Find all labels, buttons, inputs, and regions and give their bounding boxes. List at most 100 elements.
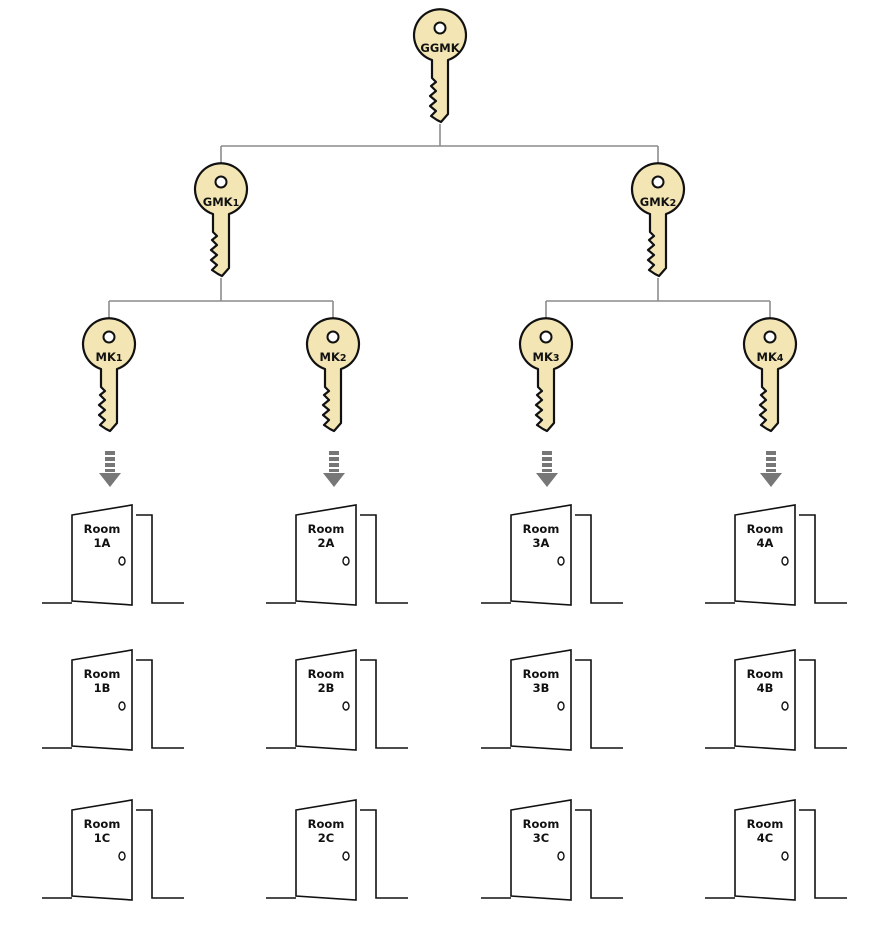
door-knob (781, 701, 789, 711)
arrow-dash (105, 463, 115, 467)
arrow-dash (105, 469, 115, 472)
room-label-line2: 3B (533, 681, 550, 695)
key-ring-hole (214, 175, 228, 189)
arrow-head (760, 473, 782, 487)
door-frame (799, 514, 847, 604)
door-frame (136, 659, 184, 749)
connector-ggmk (220, 124, 659, 170)
door-panel (295, 504, 357, 606)
door-panel (734, 504, 796, 606)
room-label-line1: Room (523, 667, 560, 681)
room-label-line1: Room (308, 817, 345, 831)
arrow-dash (105, 451, 115, 455)
room-label-line2: 1B (94, 681, 111, 695)
door-frame (799, 659, 847, 749)
room-label-line2: 1C (94, 831, 110, 845)
key-body (193, 162, 249, 278)
key-ring-hole (433, 21, 447, 35)
arrow-head (536, 473, 558, 487)
room-label-line1: Room (84, 522, 121, 536)
key-gmk1: GMK1 (193, 162, 249, 278)
room-label-line1: Room (523, 817, 560, 831)
arrow-mk4 (760, 451, 782, 487)
room-label-line2: 4A (757, 536, 774, 550)
key-body (630, 162, 686, 278)
room-label-line1: Room (308, 522, 345, 536)
room-label-line2: 2C (318, 831, 334, 845)
door-frame (136, 514, 184, 604)
key-label: MK4 (757, 350, 784, 364)
door-knob (557, 851, 565, 861)
key-body (81, 317, 137, 433)
arrow-dash (766, 469, 776, 472)
arrow-dash (766, 451, 776, 455)
door-frame (136, 809, 184, 899)
key-ring-hole (539, 330, 553, 344)
door-panel (734, 649, 796, 751)
door-knob (557, 556, 565, 566)
room-label-line1: Room (747, 817, 784, 831)
hierarchy-connectors (108, 124, 771, 325)
key-gmk2: GMK2 (630, 162, 686, 278)
arrow-dash (329, 469, 339, 472)
door-frame (799, 809, 847, 899)
arrow-dash (766, 457, 776, 461)
door-knob (342, 701, 350, 711)
key-ring-hole (763, 330, 777, 344)
door-panel (510, 504, 572, 606)
key-label: MK3 (533, 350, 560, 364)
key-mk1: MK1 (81, 317, 137, 433)
arrow-dash (329, 451, 339, 455)
door-knob (342, 851, 350, 861)
room-label-line1: Room (84, 817, 121, 831)
door-knob (118, 556, 126, 566)
door-panel (510, 649, 572, 751)
room-label-line1: Room (84, 667, 121, 681)
room-label-line2: 1A (94, 536, 111, 550)
connector-gmk2 (545, 278, 771, 325)
door-knob (118, 851, 126, 861)
door-frame (575, 659, 623, 749)
key-body (412, 8, 468, 124)
key-label: MK1 (96, 350, 123, 364)
key-ring-hole (651, 175, 665, 189)
door-panel (71, 799, 133, 901)
room-label-line2: 3A (533, 536, 550, 550)
door-knob (781, 851, 789, 861)
room-label-line1: Room (308, 667, 345, 681)
room-label-line2: 3C (533, 831, 549, 845)
key-label: GMK2 (640, 195, 676, 209)
key-ring-hole (102, 330, 116, 344)
arrow-mk2 (323, 451, 345, 487)
key-label: MK2 (320, 350, 347, 364)
door-frame (575, 514, 623, 604)
arrow-dash (105, 457, 115, 461)
door-panel (510, 799, 572, 901)
arrow-dash (766, 463, 776, 467)
room-label-line1: Room (747, 667, 784, 681)
door-knob (342, 556, 350, 566)
key-label: GMK1 (203, 195, 239, 209)
door-panel (295, 649, 357, 751)
key-ggmk: GGMK (412, 8, 468, 124)
arrow-mk3 (536, 451, 558, 487)
arrow-dash (542, 463, 552, 467)
key-mk4: MK4 (742, 317, 798, 433)
arrow-dash (542, 469, 552, 472)
key-body (742, 317, 798, 433)
arrow-dash (329, 457, 339, 461)
key-mk3: MK3 (518, 317, 574, 433)
connector-gmk1 (108, 278, 334, 325)
arrow-mk1 (99, 451, 121, 487)
arrow-head (323, 473, 345, 487)
door-panel (71, 504, 133, 606)
door-knob (118, 701, 126, 711)
door-panel (734, 799, 796, 901)
